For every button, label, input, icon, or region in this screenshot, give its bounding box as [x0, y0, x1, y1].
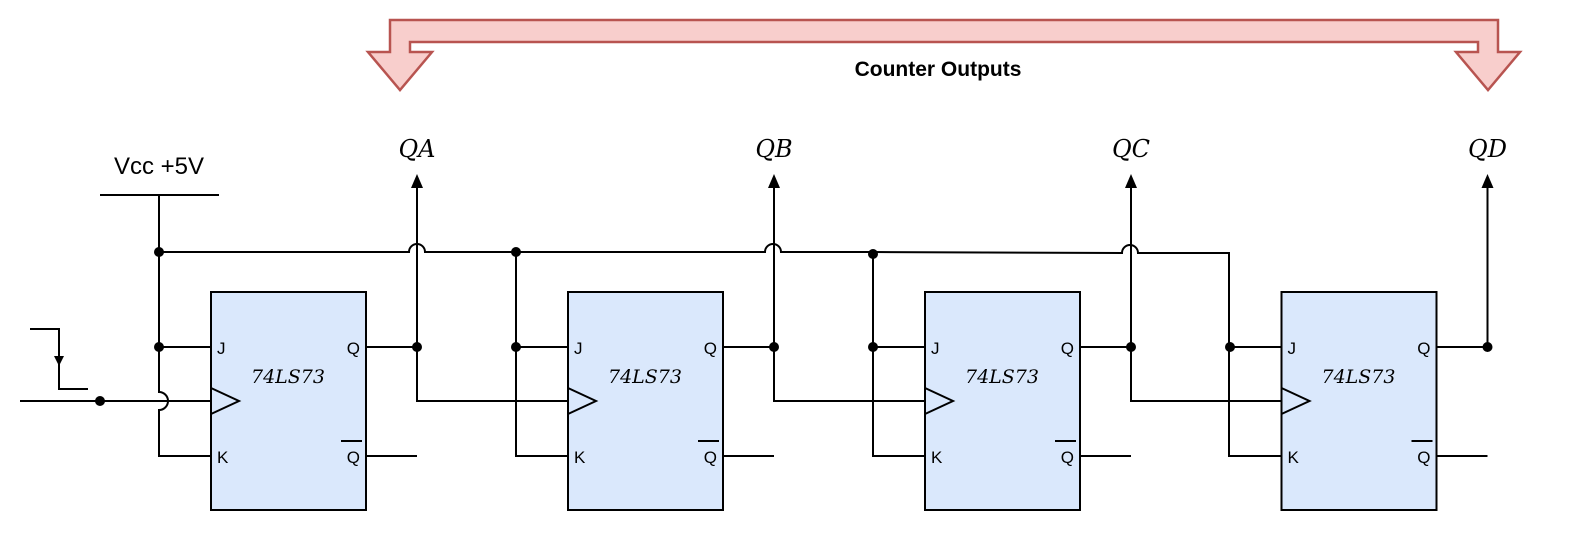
clock-triangle-icon [1281, 387, 1312, 415]
jk-tie-wire [872, 254, 925, 457]
flip-flop-chip[interactable] [210, 291, 367, 511]
flip-flop-chip[interactable] [924, 291, 1081, 511]
clock-triangle-icon [210, 387, 242, 415]
clock-chain-wire [1130, 347, 1282, 402]
arrow-up-icon [1125, 174, 1137, 188]
arrow-down-icon [54, 356, 64, 366]
pin-qbar-label: Q [1061, 448, 1074, 467]
counter-outputs-label: Counter Outputs [855, 58, 1022, 81]
chip-name-label: 74LS73 [251, 366, 325, 388]
vcc-label: Vcc +5V [114, 153, 204, 180]
junction-dot [868, 249, 878, 259]
pin-qbar-label: Q [704, 448, 717, 467]
junction-dot [1482, 342, 1493, 352]
output-label-qc: QC [1112, 135, 1150, 163]
chip-name-label: 74LS73 [1322, 366, 1396, 388]
clock-triangle-icon [924, 387, 956, 415]
stage1-jk-wire [158, 195, 211, 457]
pin-k-label: K [931, 448, 943, 467]
arrow-up-icon [768, 174, 780, 188]
pin-j-label: J [574, 339, 583, 358]
pin-qbar-label: Q [347, 448, 360, 467]
output-label-qd: QD [1468, 135, 1507, 163]
flip-flop-stage-3: J K Q Q 74LS73 QC [924, 135, 1282, 511]
counter-outputs-arrow [365, 18, 1523, 92]
output-label-qa: QA [398, 135, 435, 163]
pin-j-label: J [931, 339, 940, 358]
flip-flop-chip[interactable] [567, 291, 724, 511]
junction-dot [511, 247, 521, 257]
pin-k-label: K [574, 448, 586, 467]
pin-k-label: K [217, 448, 229, 467]
pin-qbar-label: Q [1417, 448, 1430, 467]
pin-q-label: Q [347, 339, 360, 358]
pin-j-label: J [217, 339, 226, 358]
junction-dot [511, 342, 521, 352]
arrow-up-icon [1481, 174, 1494, 188]
clock-chain-wire [773, 347, 925, 402]
pin-q-label: Q [704, 339, 717, 358]
pin-k-label: K [1288, 448, 1300, 467]
jk-tie-wire [515, 252, 568, 457]
flip-flop-stage-2: J K Q Q 74LS73 QB [567, 135, 925, 511]
junction-dot [1225, 342, 1235, 352]
arrow-up-icon [411, 174, 423, 188]
junction-dot [95, 396, 105, 406]
flip-flop-stage-1: J K Q Q 74LS73 QA [210, 135, 568, 511]
pin-q-label: Q [1061, 339, 1074, 358]
flip-flop-stage-4: J K Q Q 74LS73 QD [1280, 135, 1507, 511]
output-label-qb: QB [755, 135, 792, 163]
chip-name-label: 74LS73 [965, 366, 1039, 388]
junction-dot [154, 342, 164, 352]
flip-flop-chip[interactable] [1280, 291, 1438, 511]
pin-q-label: Q [1417, 339, 1430, 358]
clock-chain-wire [416, 347, 568, 402]
junction-dot [154, 247, 164, 257]
junction-dot [868, 342, 878, 352]
chip-name-label: 74LS73 [608, 366, 682, 388]
clock-triangle-icon [567, 387, 599, 415]
pin-j-label: J [1288, 339, 1297, 358]
